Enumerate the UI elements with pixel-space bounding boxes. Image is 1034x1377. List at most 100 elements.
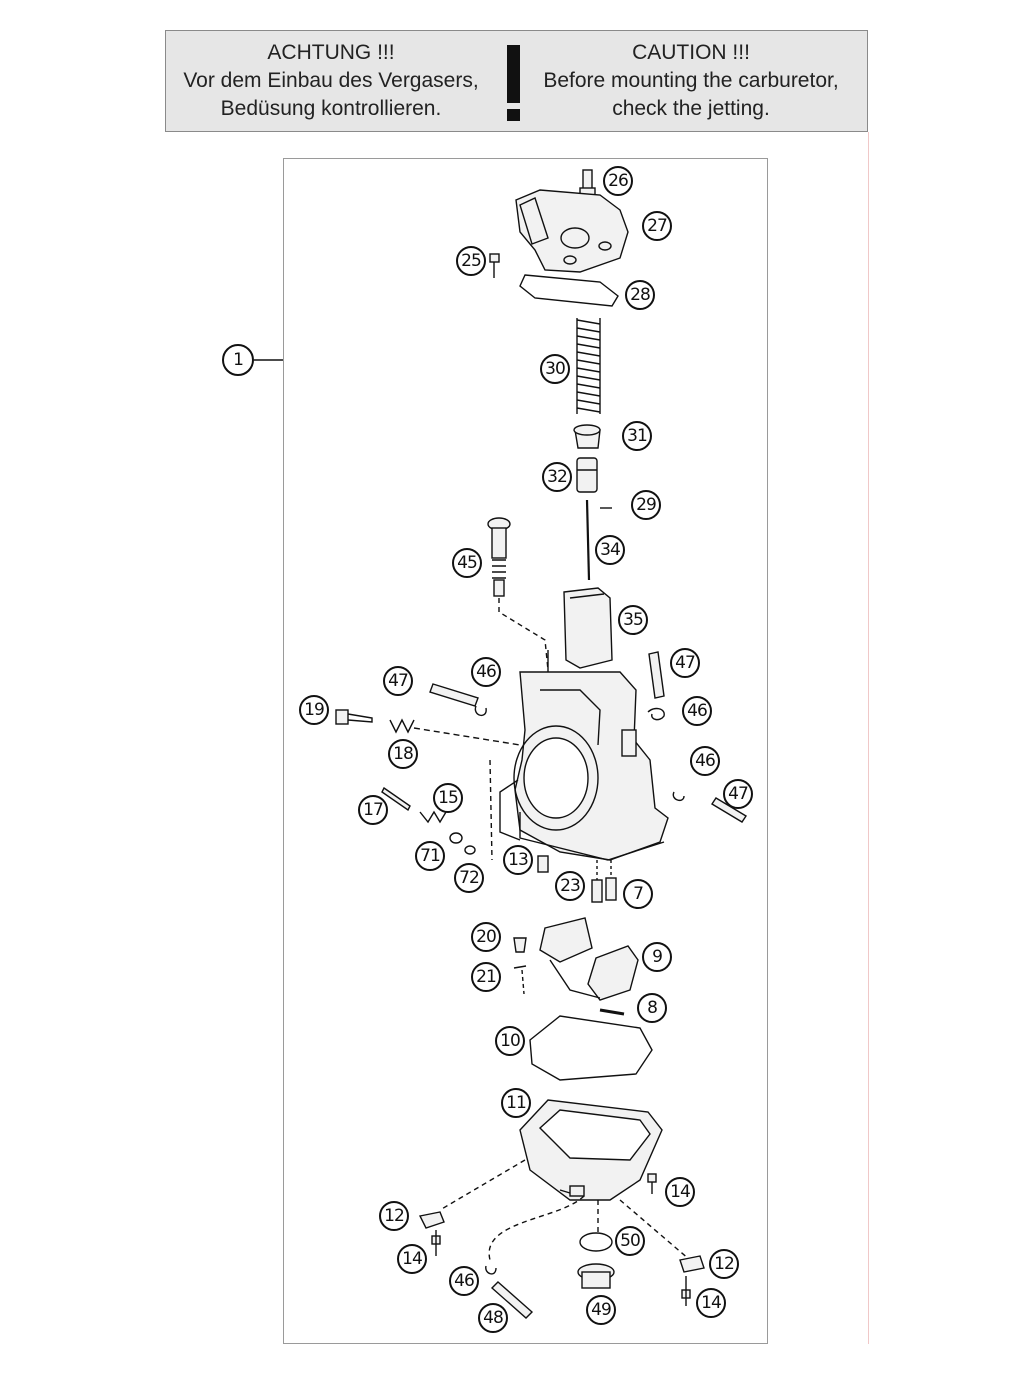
leader-12-left xyxy=(439,1159,526,1211)
part-72-o-ring xyxy=(464,845,476,855)
part-46-clip-b xyxy=(647,707,665,721)
part-9-float xyxy=(539,917,639,1001)
svg-text:26: 26 xyxy=(608,171,628,191)
callout-23: 23 xyxy=(555,871,585,901)
callout-35: 35 xyxy=(618,605,648,635)
svg-text:46: 46 xyxy=(454,1271,474,1291)
svg-text:25: 25 xyxy=(461,251,481,271)
part-46-clip-d xyxy=(485,1265,497,1275)
part-12-bracket-a xyxy=(418,1211,445,1229)
svg-text:46: 46 xyxy=(476,662,496,682)
leader-air-screw xyxy=(489,759,493,861)
part-47-hose-a xyxy=(429,683,479,707)
svg-text:14: 14 xyxy=(670,1182,690,1202)
svg-text:72: 72 xyxy=(459,868,479,888)
part-28-gasket xyxy=(519,274,619,307)
page-edge-line xyxy=(868,132,869,1344)
exclamation-icon xyxy=(507,45,520,103)
svg-text:49: 49 xyxy=(591,1300,611,1320)
warning-english-line2: check the jetting. xyxy=(612,97,770,120)
callout-20: 20 xyxy=(471,922,501,952)
part-32-needle-holder xyxy=(576,457,598,493)
callout-19: 19 xyxy=(299,695,329,725)
svg-text:1: 1 xyxy=(233,350,243,370)
svg-text:18: 18 xyxy=(393,744,413,764)
part-48-hose xyxy=(490,1281,534,1319)
svg-text:47: 47 xyxy=(388,671,408,691)
svg-text:10: 10 xyxy=(500,1031,520,1051)
callout-45: 45 xyxy=(452,548,482,578)
callout-18: 18 xyxy=(388,739,418,769)
exclamation-dot-icon xyxy=(507,109,520,121)
carburetor-body xyxy=(499,650,669,861)
caution-banner: ACHTUNG !!! Vor dem Einbau des Vergasers… xyxy=(165,30,868,132)
callout-46-left: 46 xyxy=(471,657,501,687)
callout-27: 27 xyxy=(642,211,672,241)
callout-47-left: 47 xyxy=(383,666,413,696)
part-46-clip-a xyxy=(474,705,487,716)
leader-21 xyxy=(521,969,525,995)
svg-text:71: 71 xyxy=(420,846,440,866)
part-14-screw-c xyxy=(681,1276,691,1306)
parts-drawing xyxy=(254,169,747,1319)
callout-14-left: 14 xyxy=(397,1244,427,1274)
part-17-air-screw xyxy=(381,786,411,812)
svg-text:30: 30 xyxy=(545,359,565,379)
warning-german-line2: Bedüsung kontrollieren. xyxy=(220,97,442,120)
part-7-main-jet xyxy=(605,860,617,901)
svg-text:12: 12 xyxy=(714,1254,734,1274)
svg-text:47: 47 xyxy=(728,784,748,804)
callout-14-right-top: 14 xyxy=(665,1177,695,1207)
leader-46-bottom xyxy=(488,1195,585,1261)
svg-text:17: 17 xyxy=(363,800,383,820)
part-15-spring xyxy=(419,810,447,824)
part-20-float-needle xyxy=(513,937,527,953)
part-47-hose-c xyxy=(711,797,747,823)
svg-text:45: 45 xyxy=(457,553,477,573)
callout-11: 11 xyxy=(501,1088,531,1118)
part-12-bracket-b xyxy=(679,1255,705,1273)
svg-text:28: 28 xyxy=(630,285,650,305)
svg-text:21: 21 xyxy=(476,967,496,987)
callout-17: 17 xyxy=(358,795,388,825)
part-13-pilot-jet xyxy=(537,855,549,873)
callout-72: 72 xyxy=(454,863,484,893)
svg-text:7: 7 xyxy=(633,884,643,904)
callout-49: 49 xyxy=(586,1295,616,1325)
svg-text:8: 8 xyxy=(647,998,657,1018)
warning-german-title: ACHTUNG !!! xyxy=(267,41,395,64)
part-18-spring xyxy=(389,718,415,734)
svg-text:50: 50 xyxy=(620,1231,640,1251)
svg-text:29: 29 xyxy=(636,495,656,515)
callout-48: 48 xyxy=(478,1303,508,1333)
svg-text:46: 46 xyxy=(687,701,707,721)
svg-text:14: 14 xyxy=(402,1249,422,1269)
part-50-o-ring xyxy=(579,1232,613,1252)
svg-text:48: 48 xyxy=(483,1308,503,1328)
part-10-float-bowl-gasket xyxy=(529,1015,653,1081)
svg-text:27: 27 xyxy=(647,216,667,236)
callout-25: 25 xyxy=(456,246,486,276)
svg-text:15: 15 xyxy=(438,788,458,808)
leader-12-right xyxy=(619,1199,691,1261)
callout-8: 8 xyxy=(637,993,667,1023)
callout-47-right-bottom: 47 xyxy=(723,779,753,809)
part-25-screw xyxy=(489,253,500,278)
svg-text:47: 47 xyxy=(675,653,695,673)
warning-english-line1: Before mounting the carburetor, xyxy=(543,69,839,92)
callout-31: 31 xyxy=(622,421,652,451)
svg-text:14: 14 xyxy=(701,1293,721,1313)
svg-text:13: 13 xyxy=(508,850,528,870)
callout-12-right: 12 xyxy=(709,1249,739,1279)
part-23-needle-jet xyxy=(591,860,603,903)
warning-german-line1: Vor dem Einbau des Vergasers, xyxy=(183,69,479,92)
callout-46-bottom: 46 xyxy=(449,1266,479,1296)
callout-34: 34 xyxy=(595,535,625,565)
callout-32: 32 xyxy=(542,462,572,492)
callout-1: 1 xyxy=(222,344,254,376)
callout-29: 29 xyxy=(631,490,661,520)
callout-15: 15 xyxy=(433,783,463,813)
part-46-clip-c xyxy=(672,791,685,802)
callout-9: 9 xyxy=(642,942,672,972)
callout-46-right-middle: 46 xyxy=(690,746,720,776)
